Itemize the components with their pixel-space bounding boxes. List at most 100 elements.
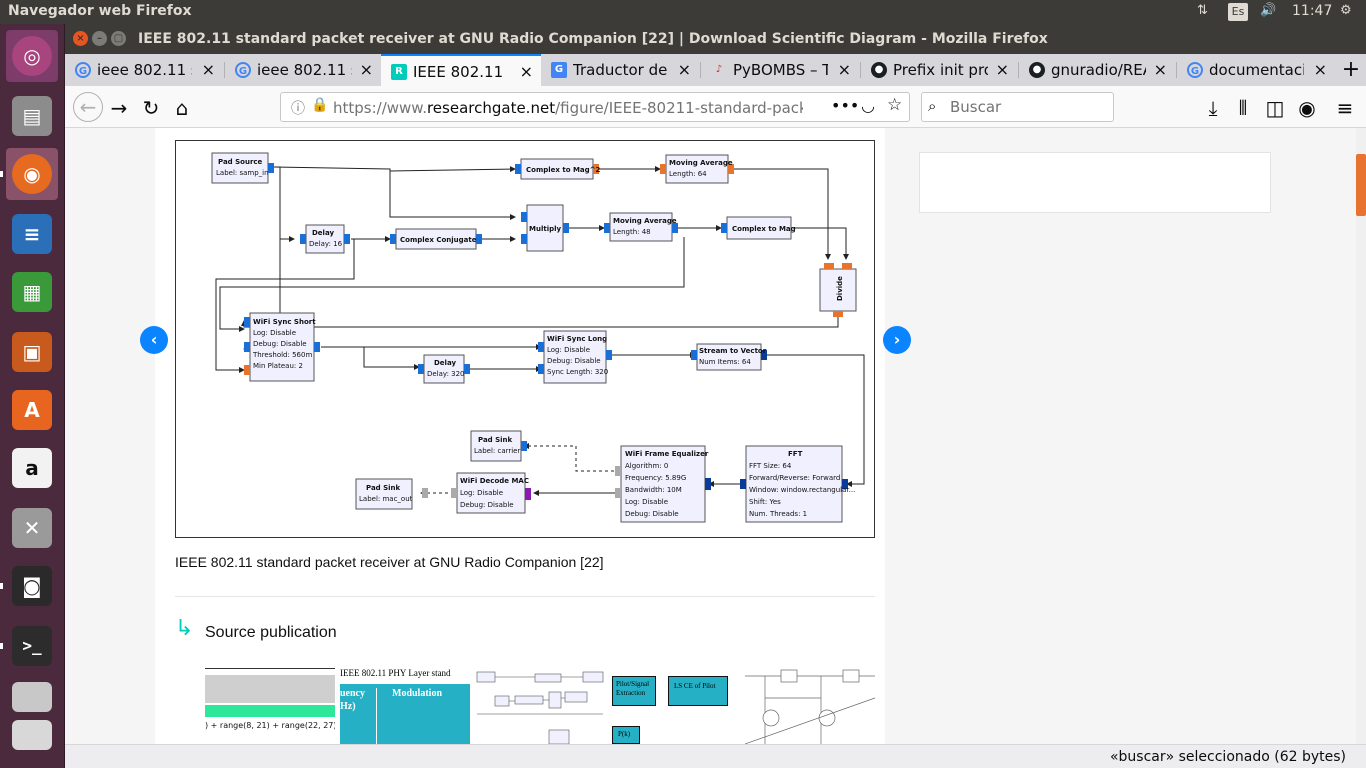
svg-text:Label: carrier: Label: carrier [474, 447, 520, 455]
flowgraph-figure[interactable]: Pad Source Label: samp_in Complex to Mag… [175, 140, 875, 538]
launcher-terminal-button[interactable]: >_ [6, 620, 58, 672]
tab-2-active[interactable]: R IEEE 802.11 sta × [381, 54, 541, 86]
ubuntu-logo-icon: ◎ [12, 36, 52, 76]
close-tab-icon[interactable]: × [201, 60, 215, 79]
library-icon[interactable]: ⫴ [1238, 96, 1248, 120]
pocket-icon[interactable]: ◡ [861, 96, 875, 115]
running-indicator [0, 583, 3, 589]
tab-6[interactable]: ● gnuradio/REA × [1019, 54, 1175, 86]
svg-text:Bandwidth: 10M: Bandwidth: 10M [625, 486, 682, 494]
sidebar-icon[interactable]: ◫ [1265, 96, 1285, 120]
launcher-firefox-button[interactable]: ◉ [6, 148, 58, 200]
presentation-impress-icon: ▣ [12, 332, 52, 372]
lock-icon[interactable]: 🔒 [311, 97, 329, 113]
network-transfer-icon[interactable]: ⇅ [1197, 3, 1208, 18]
launcher-dash-button[interactable]: ◎ [6, 30, 58, 82]
translate-icon: G [551, 62, 567, 78]
svg-text:WiFi Sync Long: WiFi Sync Long [547, 335, 607, 343]
close-tab-icon[interactable]: × [359, 60, 373, 79]
volume-icon[interactable]: 🔊 [1260, 3, 1277, 18]
svg-text:Delay: 320: Delay: 320 [427, 370, 465, 378]
svg-text:Label: samp_in: Label: samp_in [216, 169, 269, 177]
svg-text:Stream to Vector: Stream to Vector [699, 347, 767, 355]
tab-0[interactable]: G ieee 802.11 sch × [65, 54, 223, 86]
close-tab-icon[interactable]: × [1313, 60, 1327, 79]
tab-1[interactable]: G ieee 802.11 sch × [225, 54, 381, 86]
launcher-calc-button[interactable]: ▦ [6, 266, 58, 318]
clock[interactable]: 11:47 [1292, 3, 1333, 19]
tab-7[interactable]: G documentacio × [1177, 54, 1335, 86]
search-bar[interactable]: ⌕ [921, 92, 1114, 122]
close-tab-icon[interactable]: × [995, 60, 1009, 79]
firefox-icon: ◉ [12, 154, 52, 194]
maximize-window-button[interactable]: ▢ [111, 31, 126, 46]
svg-text:Num. Threads: 1: Num. Threads: 1 [749, 510, 807, 518]
forward-button[interactable]: → [110, 96, 128, 120]
software-center-icon: A [12, 390, 52, 430]
url-text[interactable]: https://www.researchgate.net/figure/IEEE… [333, 99, 803, 117]
launcher-trash-button[interactable] [6, 714, 58, 766]
svg-text:Threshold: 560m: Threshold: 560m [252, 351, 312, 359]
svg-text:Window: window.rectangular...: Window: window.rectangular... [749, 486, 855, 494]
thumbnail-4[interactable]: Pilot/Signal Extraction LS CE of Pilot P… [610, 668, 740, 744]
figure-panel: Pad Source Label: samp_in Complex to Mag… [155, 128, 885, 744]
launcher-drive-button[interactable] [6, 676, 58, 728]
bookmark-star-icon[interactable]: ☆ [887, 95, 903, 115]
power-gear-icon[interactable]: ⚙ [1340, 3, 1352, 18]
svg-text:Moving Average: Moving Average [613, 217, 677, 225]
tab-5[interactable]: ● Prefix init prol × [861, 54, 1017, 86]
sidebar-ad-box [919, 152, 1271, 213]
back-button[interactable]: ← [73, 92, 103, 122]
launcher-impress-button[interactable]: ▣ [6, 326, 58, 378]
svg-text:Pad Sink: Pad Sink [478, 436, 513, 444]
menu-hamburger-icon[interactable]: ≡ [1336, 96, 1354, 120]
svg-text:Debug: Disable: Debug: Disable [253, 340, 307, 348]
svg-text:Label: mac_out: Label: mac_out [359, 495, 413, 503]
reload-button[interactable]: ↻ [142, 96, 160, 120]
search-input[interactable] [950, 98, 1105, 116]
minimize-window-button[interactable]: – [92, 31, 107, 46]
url-bar[interactable]: ⓘ 🔒 https://www.researchgate.net/figure/… [280, 92, 910, 122]
github-icon: ● [1029, 62, 1045, 78]
running-indicator [0, 643, 3, 649]
close-tab-icon[interactable]: × [519, 62, 533, 81]
downloads-icon[interactable]: ⤓ [1208, 96, 1218, 120]
block-pad-source-title: Pad Source [218, 158, 263, 166]
tab-strip: G ieee 802.11 sch × G ieee 802.11 sch × … [65, 54, 1366, 86]
close-tab-icon[interactable]: × [677, 60, 691, 79]
source-publication-heading[interactable]: Source publication [205, 624, 337, 641]
info-icon[interactable]: ⓘ [291, 101, 305, 117]
navigation-toolbar: ← → ↻ ⌂ ⓘ 🔒 https://www.researchgate.net… [65, 86, 1366, 128]
new-tab-button[interactable]: + [1341, 57, 1361, 82]
thumbnail-1[interactable]: ) + range(8, 21) + range(22, 27),) [205, 668, 335, 744]
launcher-files-button[interactable]: ▤ [6, 90, 58, 142]
close-window-button[interactable]: × [73, 31, 88, 46]
launcher-software-button[interactable]: A [6, 384, 58, 436]
thumbnail-2[interactable]: IEEE 802.11 PHY Layer stand uency Hz) Mo… [340, 668, 470, 744]
previous-figure-button[interactable]: ‹ [140, 326, 168, 354]
home-button[interactable]: ⌂ [175, 96, 189, 120]
page-scrollbar-thumb[interactable] [1356, 154, 1366, 216]
close-tab-icon[interactable]: × [837, 60, 851, 79]
thumbnail-3[interactable] [475, 668, 605, 744]
next-figure-button[interactable]: › [883, 326, 911, 354]
close-tab-icon[interactable]: × [1153, 60, 1167, 79]
page-scrollbar[interactable] [1356, 128, 1366, 744]
launcher-amazon-button[interactable]: a [6, 442, 58, 494]
researchgate-icon: R [391, 64, 407, 80]
source-arrow-icon: ↳ [175, 616, 194, 641]
svg-text:Min Plateau: 2: Min Plateau: 2 [253, 362, 303, 370]
svg-text:Num Items: 64: Num Items: 64 [699, 358, 751, 366]
launcher-gnuradio-button[interactable]: ◙ [6, 560, 58, 612]
svg-text:Log: Disable: Log: Disable [547, 346, 590, 354]
file-cabinet-icon: ▤ [12, 96, 52, 136]
launcher-writer-button[interactable]: ≡ [6, 208, 58, 260]
thumbnail-5[interactable] [745, 668, 875, 744]
launcher-settings-button[interactable]: ✕ [6, 502, 58, 554]
svg-text:Forward/Reverse: Forward: Forward/Reverse: Forward [749, 474, 840, 482]
tab-4[interactable]: ♪ PyBOMBS – Th × [701, 54, 859, 86]
tab-3[interactable]: G Traductor de G × [541, 54, 699, 86]
account-icon[interactable]: ◉ [1298, 96, 1316, 120]
keyboard-language-indicator[interactable]: Es [1228, 3, 1248, 21]
page-actions-icon[interactable]: ••• [831, 96, 860, 115]
